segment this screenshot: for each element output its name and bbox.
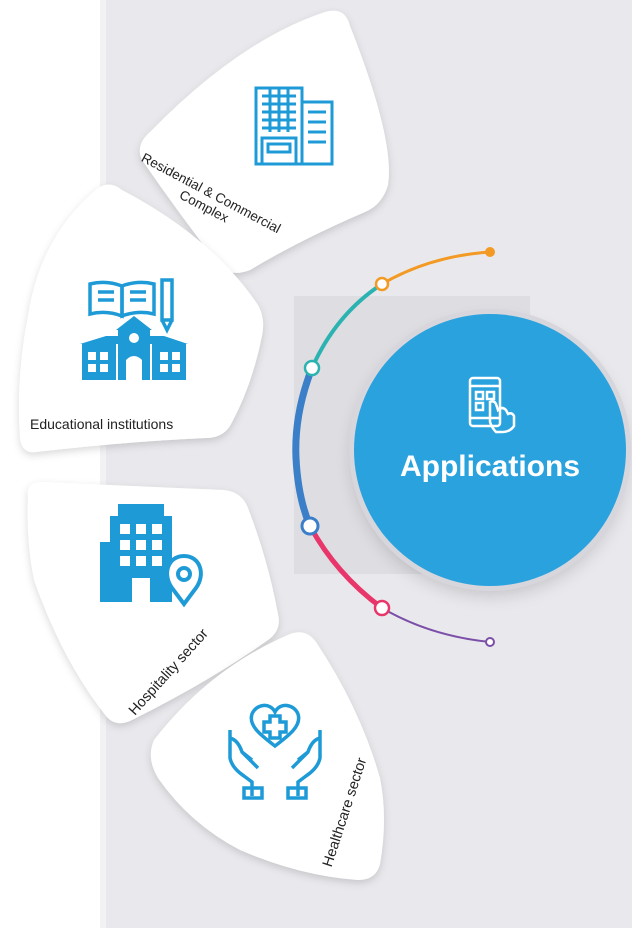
- hub-title: Applications: [399, 450, 580, 483]
- arc-end-dot-top: [485, 247, 495, 257]
- educational-label: Educational institutions: [30, 416, 174, 432]
- buildings-icon: [248, 80, 338, 174]
- applications-hub: Applications: [354, 314, 626, 586]
- card-educational: [10, 176, 270, 466]
- arc-node-blue: [300, 516, 320, 536]
- school-icon: [76, 274, 192, 390]
- card-healthcare: [140, 628, 410, 898]
- arc-node-orange: [374, 276, 390, 292]
- card-hospitality: [12, 470, 292, 740]
- card-residential-commercial: [120, 0, 420, 280]
- arc-segment-pink: [307, 524, 384, 611]
- arc-segment-purple: [381, 607, 491, 643]
- background-edge: [100, 0, 106, 928]
- arc-end-dot-bottom: [485, 637, 495, 647]
- hotel-location-icon: [96, 498, 208, 614]
- arc-segment-orange: [381, 250, 491, 286]
- hands-heart-cross-icon: [222, 696, 328, 804]
- arc-segment-teal: [310, 282, 384, 369]
- arc-node-teal: [303, 359, 321, 377]
- touch-tablet-icon: [468, 376, 520, 438]
- arc-segment-blue: [292, 366, 316, 528]
- arc-node-pink: [373, 599, 391, 617]
